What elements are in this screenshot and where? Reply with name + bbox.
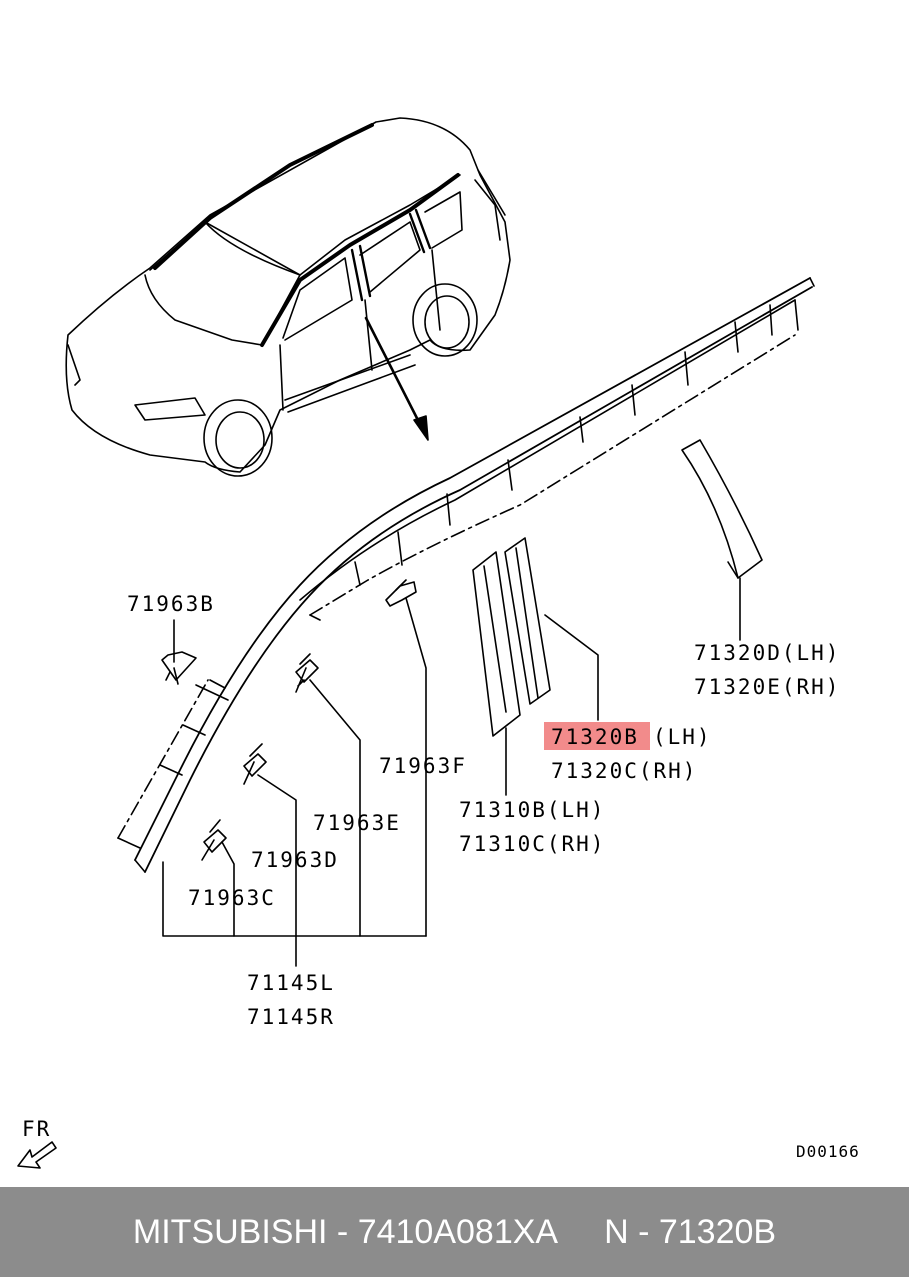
label-71963B: 71963B [127, 592, 215, 616]
clip-71963C [201, 819, 227, 861]
vehicle-illustration [65, 117, 511, 477]
label-71963D: 71963D [251, 848, 339, 872]
footer-part-number: MITSUBISHI - 7410A081XA [132, 1212, 559, 1251]
clip-71963E [295, 653, 319, 693]
parts-diagram: 71963B 71963F 71963E 71963D 71963C 71145… [17, 117, 860, 1169]
label-71145R: 71145R [247, 1005, 335, 1029]
front-direction-arrow [17, 1141, 57, 1169]
label-71310C: 71310C(RH) [459, 832, 605, 856]
label-71320B: 71320B [551, 725, 639, 749]
clip-71963B [161, 651, 197, 685]
clip-71963F [385, 579, 417, 607]
pillar-71310 [472, 537, 551, 737]
label-71310B: 71310B(LH) [459, 798, 605, 822]
diagram-code: D00166 [796, 1142, 860, 1161]
label-71320B-side: (LH) [653, 725, 712, 749]
label-71145L: 71145L [247, 971, 335, 995]
label-71320D: 71320D(LH) [694, 641, 840, 665]
label-fr: FR [22, 1117, 51, 1141]
label-71320E: 71320E(RH) [694, 675, 840, 699]
label-71963C: 71963C [188, 886, 276, 910]
clip-71963D [243, 743, 267, 785]
footer-bar: MITSUBISHI - 7410A081XA N - 71320B [0, 1187, 909, 1277]
label-71963E: 71963E [313, 811, 401, 835]
highlight-71320B [544, 722, 650, 750]
garnish-71320D [681, 439, 763, 579]
footer-ref-number: N - 71320B [604, 1212, 777, 1251]
door-molding [117, 277, 815, 873]
label-71320C: 71320C(RH) [551, 759, 697, 783]
label-71963F: 71963F [379, 754, 467, 778]
